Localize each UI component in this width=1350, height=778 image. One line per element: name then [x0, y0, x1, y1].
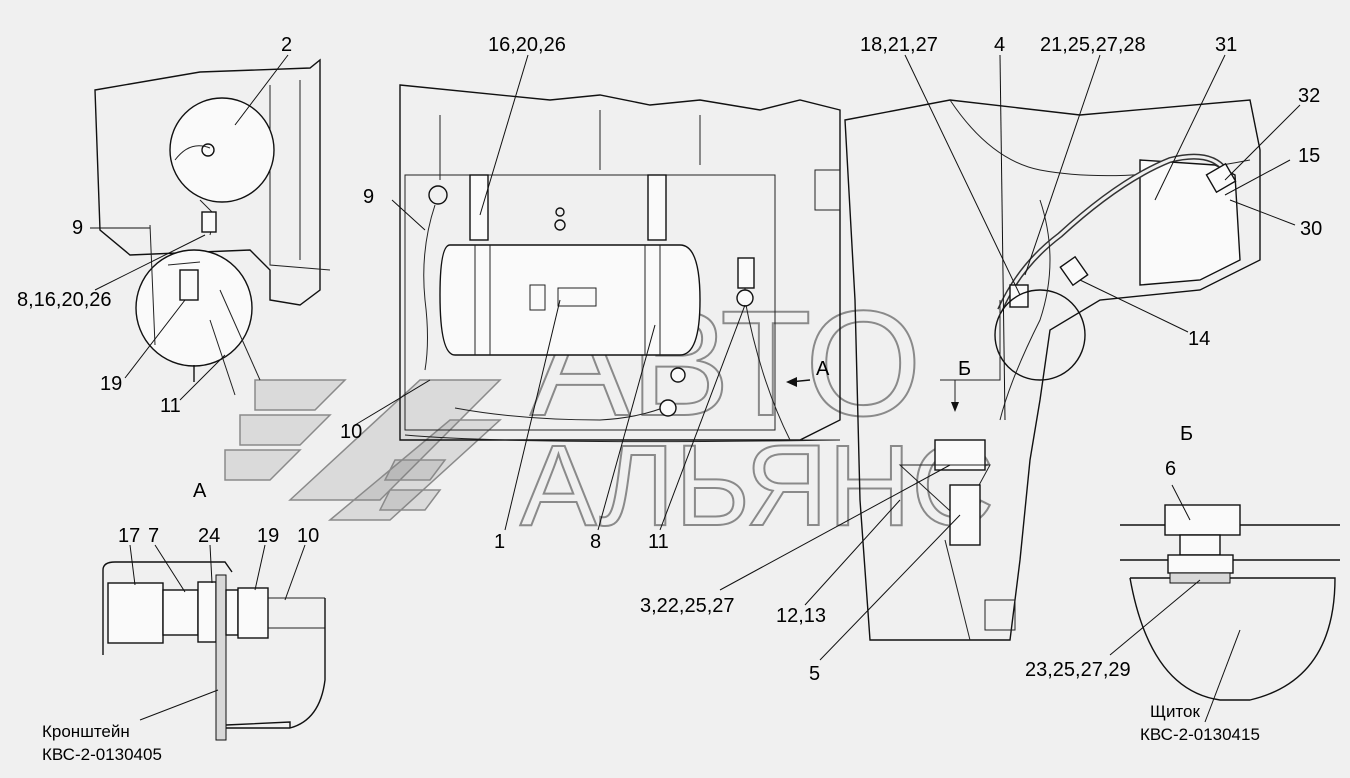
callout-label: 10 [297, 525, 319, 547]
callout-label: 12,13 [776, 605, 826, 627]
callout-label: 3,22,25,27 [640, 595, 735, 617]
view-a-title: А [193, 480, 207, 502]
callout-label: 1 [494, 531, 505, 553]
panel-caption-line1: Щиток [1150, 702, 1200, 721]
watermark-logo: АВТО АЛЬЯНС [224, 278, 995, 551]
callout-label: 2 [281, 34, 292, 56]
callout-label: 8 [590, 531, 601, 553]
callout-label: 32 [1298, 85, 1320, 107]
callout-label: 14 [1188, 328, 1210, 350]
callout-label: 9 [72, 217, 83, 239]
callout-label: 21,25,27,28 [1040, 34, 1146, 56]
detail-b: Б [1120, 423, 1340, 701]
bracket-caption-line2: КВС-2-0130405 [42, 745, 162, 764]
callout-label: 15 [1298, 145, 1320, 167]
callout-label: 11 [160, 395, 181, 417]
callout-label: 18,21,27 [860, 34, 938, 56]
callout-label: 9 [363, 186, 374, 208]
callout-label: 16,20,26 [488, 34, 566, 56]
callout-label: 7 [148, 525, 159, 547]
callout-label: 4 [994, 34, 1005, 56]
callout-label: 11 [648, 531, 669, 553]
detail-a: А [102, 480, 326, 741]
leader-lines [90, 54, 1301, 723]
left-tank-assembly [94, 58, 331, 396]
central-receiver-assembly [399, 84, 841, 443]
bracket-caption-line1: Кронштейн [42, 722, 130, 741]
view-b-arrow-label: Б [958, 358, 971, 380]
callout-label: 19 [257, 525, 279, 547]
callout-label: 6 [1165, 458, 1176, 480]
callout-label: 23,25,27,29 [1025, 659, 1131, 681]
callout-label: 17 [118, 525, 140, 547]
callout-label: 8,16,20,26 [17, 289, 112, 311]
callout-label: 24 [198, 525, 220, 547]
callouts: 2 16,20,26 18,21,27 4 21,25,27,28 31 32 … [17, 34, 1322, 685]
panel-caption-line2: КВС-2-0130415 [1140, 725, 1260, 744]
view-a-arrow-label: А [816, 358, 830, 380]
right-hose-assembly [844, 99, 1261, 641]
view-b-title: Б [1180, 423, 1193, 445]
callout-label: 31 [1215, 34, 1237, 56]
callout-label: 5 [809, 663, 820, 685]
callout-label: 30 [1300, 218, 1322, 240]
callout-label: 10 [340, 421, 362, 443]
view-a-arrow: А Б [786, 358, 971, 387]
callout-label: 19 [100, 373, 122, 395]
captions: Кронштейн КВС-2-0130405 Щиток КВС-2-0130… [42, 702, 1260, 764]
